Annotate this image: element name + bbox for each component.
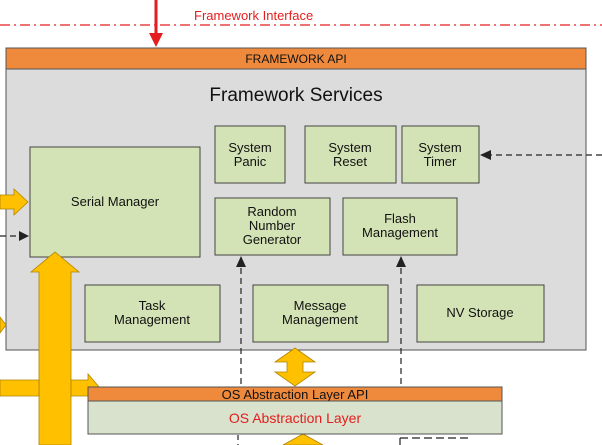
left-edge-arrow: [0, 316, 7, 334]
module-label-line: Task: [139, 298, 166, 313]
osal-layer-label: OS Abstraction Layer: [229, 410, 362, 426]
serial-arrow-head: [19, 231, 29, 241]
module-label-line: Management: [362, 225, 438, 240]
module-label-line: Panic: [234, 154, 267, 169]
interface-arrow-head: [149, 33, 163, 47]
framework-services-title: Framework Services: [209, 85, 382, 106]
module-label-line: Timer: [424, 154, 457, 169]
module-nv-storage: NV Storage: [416, 284, 545, 343]
module-label-line: System: [228, 140, 271, 155]
framework-api-label: FRAMEWORK API: [245, 52, 346, 66]
timer-arrow-head: [480, 150, 491, 160]
serial-input-arrow: [0, 188, 29, 216]
module-label-line: NV Storage: [446, 305, 513, 320]
framework-osal-double-arrow: [273, 347, 317, 387]
module-label-line: Management: [282, 312, 358, 327]
serial-vertical-arrow: [29, 251, 81, 445]
module-label-line: Generator: [243, 232, 302, 247]
module-label-line: System: [328, 140, 371, 155]
osal-api-label: OS Abstraction Layer API: [222, 387, 369, 402]
rng-arrow-head: [236, 256, 246, 267]
module-label-line: Reset: [333, 154, 367, 169]
module-serial-manager-label: Serial Manager: [71, 194, 160, 209]
osal-left-connector: [0, 379, 40, 397]
framework-api-bar: [5, 47, 587, 70]
osal-bottom-arrow: [282, 433, 324, 445]
module-serial-manager: Serial Manager: [29, 146, 201, 258]
module-label-line: Message: [294, 298, 347, 313]
module-label-line: Serial Manager: [71, 194, 160, 209]
module-label-line: Number: [249, 218, 296, 233]
osal-layer-box: [87, 400, 503, 435]
framework-interface-label: Framework Interface: [194, 8, 313, 23]
module-label-line: Management: [114, 312, 190, 327]
module-nv-storage-label: NV Storage: [446, 305, 513, 320]
module-label-line: System: [418, 140, 461, 155]
module-label-line: Flash: [384, 211, 416, 226]
module-label-line: Random: [247, 204, 296, 219]
flash-arrow-head: [396, 256, 406, 267]
